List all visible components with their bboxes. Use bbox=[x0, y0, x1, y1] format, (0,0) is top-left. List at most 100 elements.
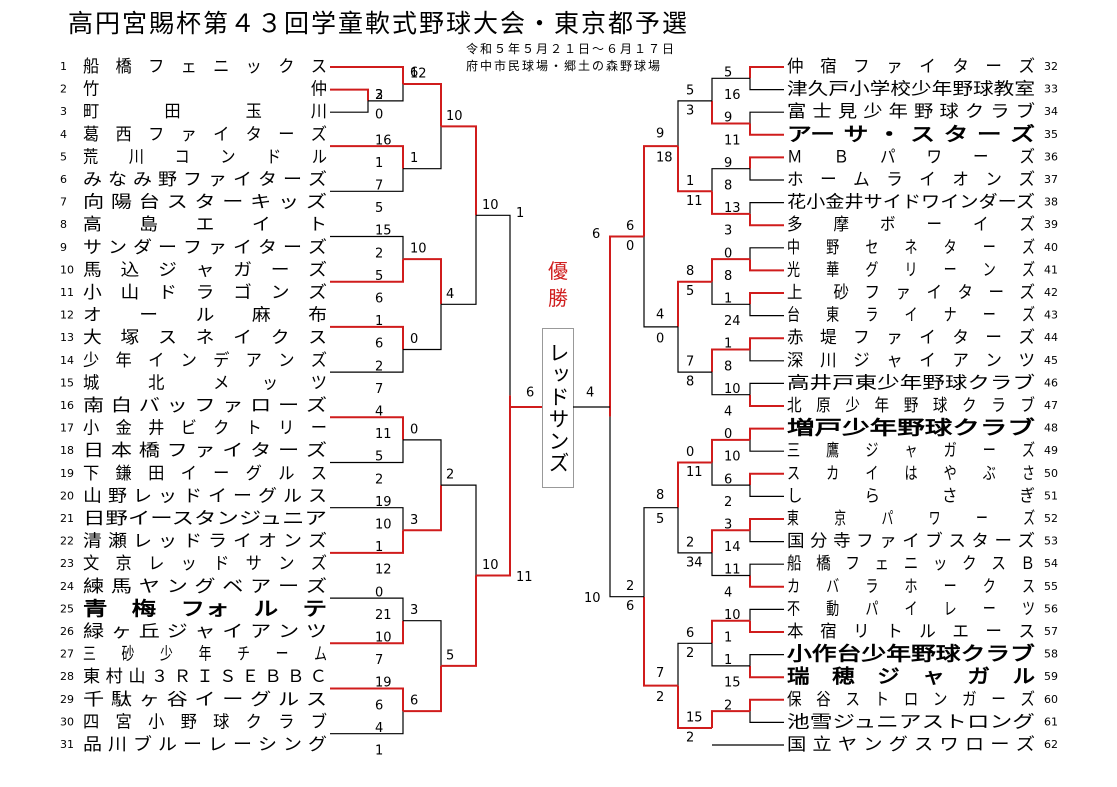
bracket-line bbox=[711, 643, 750, 667]
team-name: 東 京 パ ワ ー ズ bbox=[787, 509, 1035, 529]
bracket-line bbox=[749, 66, 784, 79]
score-label: 14 bbox=[724, 540, 741, 555]
score-label: 10 bbox=[724, 608, 741, 623]
score-label: 1 bbox=[375, 540, 383, 555]
score-label: 2 bbox=[375, 359, 383, 374]
team-number: 23 bbox=[60, 557, 74, 570]
team-name: 中 野 セ ネ タ ー ズ bbox=[787, 238, 1035, 258]
team-name: 少 年 イ ン デ ア ン ズ bbox=[83, 350, 327, 371]
score-label: 6 bbox=[724, 472, 732, 487]
score-label: 2 bbox=[656, 690, 664, 705]
score-label: 0 bbox=[410, 332, 418, 347]
bracket-line bbox=[403, 439, 442, 486]
team-number: 30 bbox=[60, 715, 74, 728]
score-label: 1 bbox=[375, 744, 383, 759]
bracket-line bbox=[711, 710, 750, 729]
score-label: 11 bbox=[724, 133, 741, 148]
team-name: 三 鷹 ジ ャ ガ ー ズ bbox=[787, 440, 1035, 461]
team-name: 北 原 少 年 野 球 ク ラ ブ bbox=[787, 395, 1035, 416]
score-label: 8 bbox=[686, 375, 694, 390]
team-name: 仲 宿 フ ァ イ タ ー ズ bbox=[787, 57, 1035, 77]
score-label: 0 bbox=[724, 427, 732, 442]
team-name: ホ ー ム ラ イ オ ン ズ bbox=[787, 170, 1035, 190]
score-label: 8 bbox=[656, 488, 664, 503]
team-name: 竹 仲 bbox=[83, 80, 327, 100]
score-label: 6 bbox=[375, 337, 383, 352]
team-number: 41 bbox=[1044, 263, 1058, 276]
bracket-line bbox=[330, 416, 404, 440]
team-number: 36 bbox=[1044, 150, 1058, 163]
bracket-line bbox=[403, 82, 442, 127]
page-title: 高円宮賜杯第４３回学童軟式野球大会・東京都予選 bbox=[68, 9, 690, 38]
team-number: 22 bbox=[60, 535, 74, 548]
team-number: 9 bbox=[60, 241, 67, 254]
team-number: 60 bbox=[1044, 693, 1058, 706]
bracket-line bbox=[749, 563, 784, 576]
score-label: 10 bbox=[375, 631, 392, 646]
bracket-line bbox=[476, 214, 511, 396]
team-name: 青 梅 フォ ル テ bbox=[83, 597, 327, 620]
team-number: 45 bbox=[1044, 354, 1058, 367]
team-name: 花小金井サイドワインダーズ bbox=[787, 193, 1035, 213]
bracket-line bbox=[749, 575, 784, 588]
team-number: 5 bbox=[60, 150, 67, 163]
score-label: 2 bbox=[686, 535, 694, 550]
bracket-line bbox=[711, 77, 750, 101]
score-label: 7 bbox=[656, 666, 664, 681]
bracket-line bbox=[330, 88, 369, 101]
score-label: 1 bbox=[375, 314, 383, 329]
score-label: 5 bbox=[375, 450, 383, 465]
team-number: 12 bbox=[60, 309, 74, 322]
score-label: 4 bbox=[375, 721, 383, 736]
bracket-line bbox=[749, 620, 784, 633]
team-name: 品 川 ブ ル ー レ ー シ ン グ bbox=[83, 734, 327, 755]
bracket-line bbox=[330, 66, 404, 84]
bracket-line bbox=[677, 100, 712, 147]
team-name: ス カ イ は や ぶ さ bbox=[787, 464, 1035, 484]
team-number: 39 bbox=[1044, 218, 1058, 231]
score-label: 11 bbox=[724, 563, 741, 578]
date-range: 令和５年５月２１日～６月１７日 bbox=[466, 42, 677, 56]
team-number: 34 bbox=[1044, 105, 1058, 118]
team-number: 62 bbox=[1044, 738, 1058, 751]
team-name: 国 分 寺 フ ァ イ ブ ス タ ー ズ bbox=[787, 531, 1035, 552]
score-label: 3 bbox=[686, 103, 694, 118]
bracket-line bbox=[711, 348, 750, 373]
score-label: 13 bbox=[724, 201, 741, 216]
score-label: 0 bbox=[686, 445, 694, 460]
bracket-line bbox=[749, 530, 784, 543]
bracket-line bbox=[749, 202, 784, 214]
team-number: 31 bbox=[60, 738, 74, 751]
team-name: アー サ ・ ス タ ー ズ bbox=[787, 122, 1035, 145]
bracket-line bbox=[330, 530, 404, 554]
score-label: 6 bbox=[375, 698, 383, 713]
score-label: 1 bbox=[516, 206, 524, 221]
score-label: 10 bbox=[482, 558, 499, 573]
bracket-line bbox=[749, 711, 784, 724]
bracket-line bbox=[711, 552, 750, 577]
score-label: 4 bbox=[446, 287, 454, 302]
team-name: 増戸少年野球クラブ bbox=[787, 416, 1035, 439]
score-label: 3 bbox=[375, 88, 383, 103]
team-number: 7 bbox=[60, 196, 67, 209]
score-label: 4 bbox=[656, 307, 664, 322]
bracket-line bbox=[711, 372, 750, 396]
team-number: 57 bbox=[1044, 625, 1058, 638]
team-number: 51 bbox=[1044, 489, 1058, 502]
bracket-line bbox=[749, 168, 784, 181]
team-name: オ ー ル 麻 布 bbox=[83, 306, 327, 326]
team-number: 44 bbox=[1044, 331, 1058, 344]
team-name: 国 立 ヤ ン グ ス ワ ロ ー ズ bbox=[787, 735, 1035, 755]
score-label: 12 bbox=[375, 563, 392, 578]
team-name: 四 宮 小 野 球 ク ラ ブ bbox=[83, 711, 327, 732]
bracket-line bbox=[677, 642, 712, 686]
team-number: 14 bbox=[60, 354, 74, 367]
score-label: 9 bbox=[724, 111, 732, 126]
team-name: 本 宿 リ ト ル エ ー ス bbox=[787, 622, 1035, 642]
score-label: 2 bbox=[626, 579, 634, 594]
score-label: 6 bbox=[592, 227, 600, 242]
team-name: 町 田 玉 川 bbox=[83, 102, 327, 122]
score-label: 5 bbox=[375, 201, 383, 216]
venue: 府中市民球場・郷土の森野球場 bbox=[466, 59, 663, 73]
team-name: 上 砂 フ ァ イ タ ー ズ bbox=[787, 283, 1035, 303]
